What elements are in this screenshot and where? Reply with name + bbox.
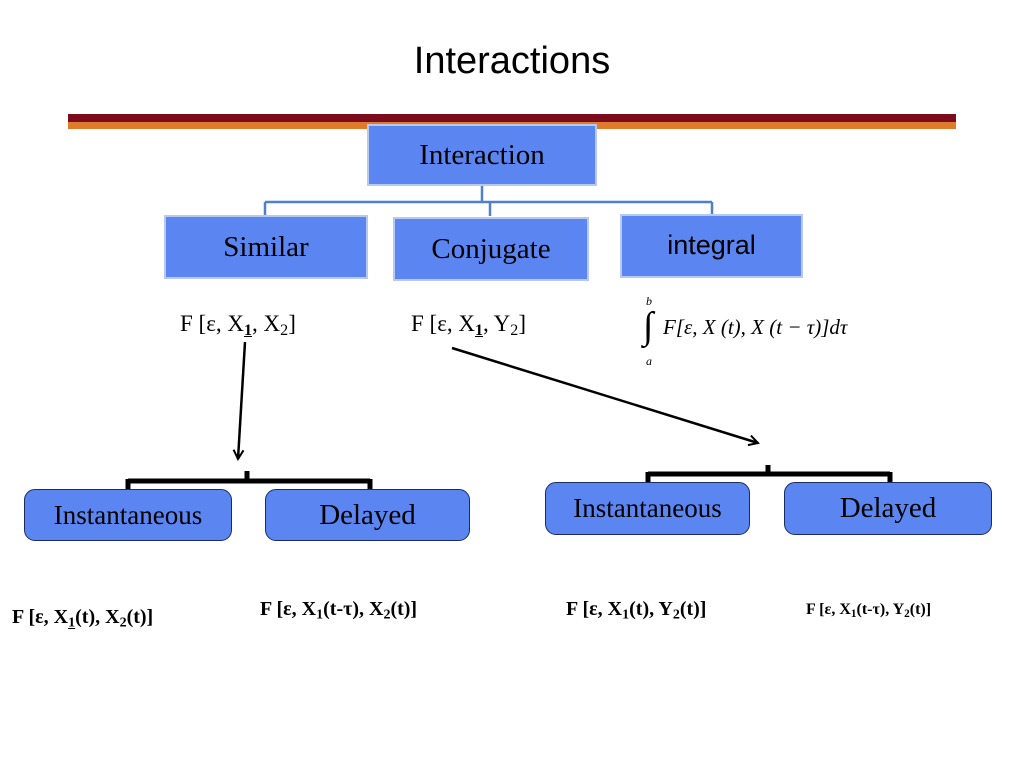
right-instantaneous-formula: F [ε, X1(t), Y2(t)] [566,598,707,623]
similar-box: Similar [164,215,368,279]
right-delayed-formula: F [ε, X1(t-τ), Y2(t)] [806,601,932,620]
right-delayed-box: Delayed [784,482,992,535]
title-bar-dark [68,114,956,122]
integral-label: integral [667,230,756,260]
integral-body: F[ε, X (t), X (t − τ)]dτ [663,315,848,339]
tree-connectors [263,186,714,216]
slide-title: Interactions [413,40,611,82]
conjugate-formula: F [ε, X1, Y2] [411,311,526,340]
conjugate-label: Conjugate [431,232,551,265]
similar-arrow [238,341,247,459]
left-delayed-label: Delayed [319,498,416,531]
right-instantaneous-label: Instantaneous [573,493,722,523]
left-delayed-formula: F [ε, X1(t-τ), X2(t)] [260,598,418,623]
integral-box: integral [620,214,803,278]
integral-sign: ∫ [643,305,654,347]
similar-formula: F [ε, X1, X2] [180,311,296,340]
integral-lower-limit: a [646,354,652,368]
similar-label: Similar [223,230,309,263]
left-delayed-box: Delayed [265,489,470,541]
conjugate-box: Conjugate [393,217,589,281]
right-delayed-label: Delayed [839,492,937,524]
left-bracket [125,471,373,490]
conjugate-arrow [451,346,758,443]
integral-upper-limit: b [646,294,652,308]
left-instantaneous-formula: F [ε, X1(t), X2(t)] [12,606,154,631]
right-instantaneous-box: Instantaneous [545,482,750,535]
interaction-box: Interaction [367,124,597,186]
interaction-label: Interaction [419,138,545,171]
left-instantaneous-box: Instantaneous [24,489,232,541]
left-instantaneous-label: Instantaneous [53,499,203,530]
